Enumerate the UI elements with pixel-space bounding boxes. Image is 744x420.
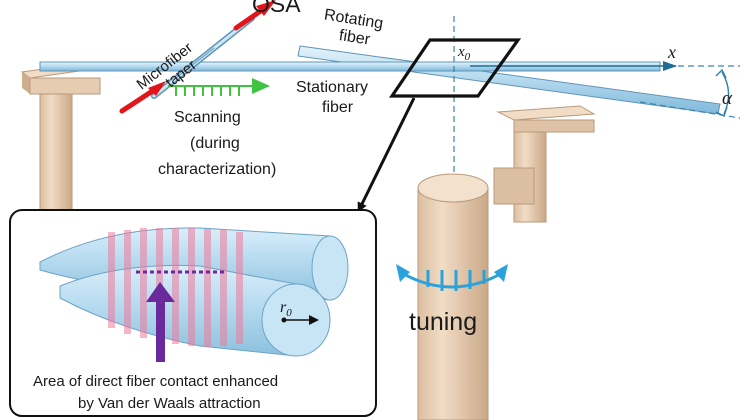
zoom-pointer-arrow	[357, 97, 416, 213]
scanning-label-line2: (during	[190, 135, 240, 152]
rotation-post	[417, 173, 489, 420]
r0-label: r0	[280, 299, 292, 319]
right-mount	[493, 105, 596, 223]
x0-label: x0	[457, 44, 471, 63]
left-mount	[20, 61, 102, 215]
scanning-label-line3: characterization)	[158, 161, 276, 178]
stationary-fiber-label-line1: Stationary	[296, 79, 368, 96]
radius-origin-dot	[281, 317, 287, 323]
osa-label: OSA	[252, 0, 301, 17]
contact-caption-line2: by Van der Waals attraction	[78, 395, 261, 412]
alpha-label: α	[722, 88, 733, 109]
tuning-label: tuning	[409, 308, 477, 336]
contact-caption-line1: Area of direct fiber contact enhanced	[33, 373, 278, 390]
rotating-fiber-label-line2: fiber	[338, 27, 372, 49]
contact-pointer-arrow	[146, 282, 175, 362]
microfiber-taper	[151, 15, 255, 99]
scanning-label-line1: Scanning	[174, 109, 241, 126]
tuning-arrow	[396, 264, 508, 291]
osa-light-arrows	[119, 0, 276, 114]
alpha-arc-head-top	[715, 68, 727, 79]
stationary-fiber-label-line2: fiber	[322, 99, 354, 116]
contact-region-marker	[388, 38, 522, 98]
alpha-arc-head-bottom	[715, 106, 728, 117]
x-axis-label: x	[667, 42, 676, 62]
resonance-bands	[108, 228, 243, 347]
scanning-arrow	[168, 78, 270, 96]
